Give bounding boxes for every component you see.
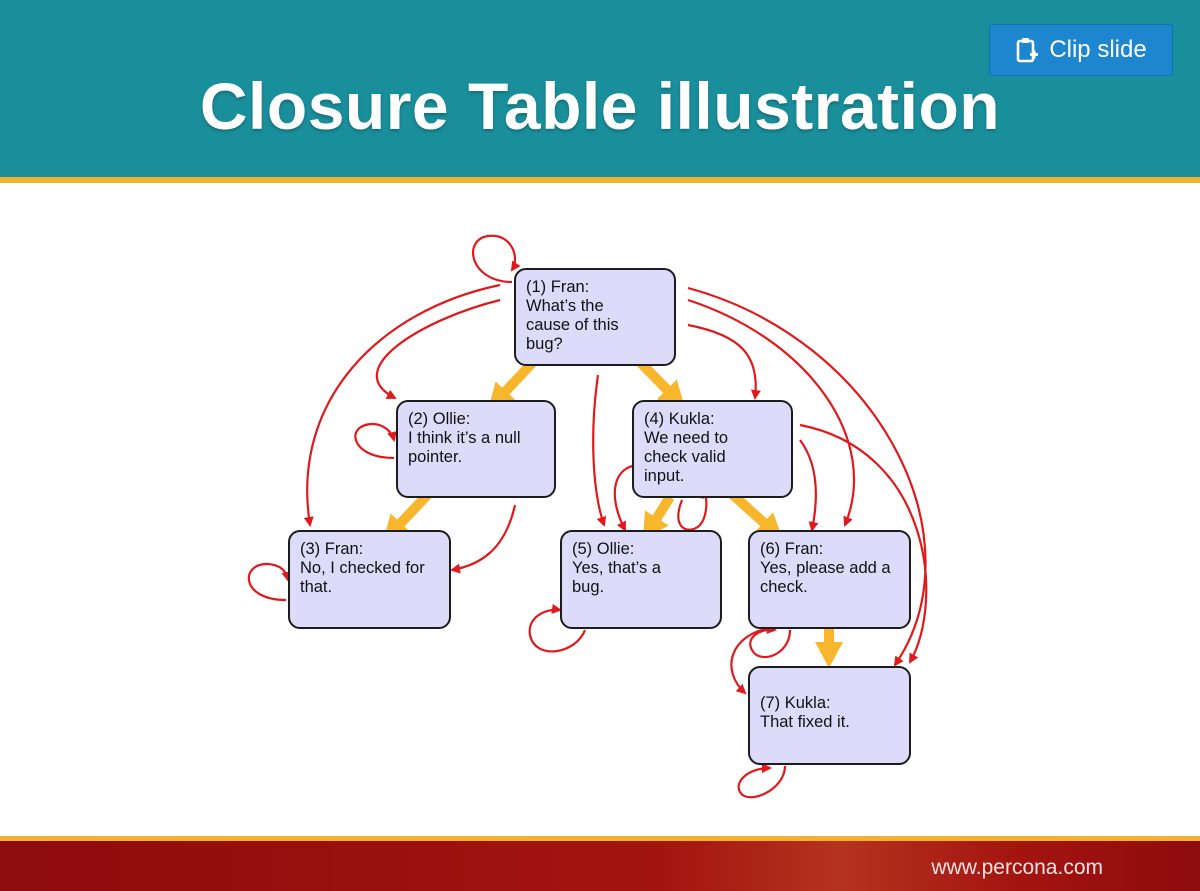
closure-arrow-2-3 — [450, 504, 517, 574]
tree-arrow-4-5 — [643, 494, 675, 540]
slide-title: Closure Table illustration — [199, 69, 1001, 143]
node-1-label: (1) Fran: — [526, 278, 590, 296]
closure-arrow-3-3 — [247, 562, 292, 602]
node-7: (7) Kukla: That fixed it. — [748, 666, 911, 765]
clipboard-add-icon — [1015, 36, 1039, 64]
closure-arrow-4-7 — [799, 423, 928, 664]
tree-arrow-4-6 — [728, 490, 783, 540]
closure-arrow-2-2 — [354, 422, 397, 460]
closure-arrow-1-6 — [687, 298, 856, 527]
closure-arrow-6-6 — [749, 623, 792, 659]
node-1-text: What’s the cause of this bug? — [526, 297, 619, 353]
closure-arrow-1-4 — [687, 323, 761, 400]
closure-arrow-1-5 — [592, 374, 607, 527]
tree-arrow-1-2 — [488, 356, 539, 410]
tree-arrow-6-7 — [815, 621, 843, 668]
node-4-label: (4) Kukla: — [644, 410, 715, 428]
node-7-text: That fixed it. — [760, 713, 850, 731]
footer-url: www.percona.com — [931, 856, 1103, 879]
node-6: (6) Fran: Yes, please add a check. — [748, 530, 911, 629]
closure-arrow-1-7 — [687, 286, 927, 667]
node-3-text: No, I checked for that. — [300, 559, 425, 596]
node-3-label: (3) Fran: — [300, 540, 364, 558]
node-6-label: (6) Fran: — [760, 540, 824, 558]
tree-arrow-1-4 — [634, 356, 685, 408]
closure-arrow-4-6 — [799, 439, 819, 532]
closure-arrow-7-7 — [737, 763, 787, 799]
node-6-text: Yes, please add a check. — [760, 559, 891, 596]
closure-arrow-1-1 — [472, 234, 521, 284]
closure-arrow-1-2 — [375, 298, 501, 399]
closure-arrow-4-5 — [613, 463, 637, 532]
slide-footer — [0, 841, 1200, 891]
clip-slide-button[interactable]: Clip slide — [989, 24, 1173, 76]
node-5-label: (5) Ollie: — [572, 540, 635, 558]
closure-arrow-5-5 — [528, 603, 587, 653]
node-5: (5) Ollie: Yes, that’s a bug. — [560, 530, 722, 629]
node-5-text: Yes, that’s a bug. — [572, 559, 661, 596]
clip-slide-label: Clip slide — [1049, 36, 1147, 63]
node-2: (2) Ollie: I think it’s a null pointer. — [396, 400, 556, 498]
node-3: (3) Fran: No, I checked for that. — [288, 530, 451, 629]
node-1: (1) Fran: What’s the cause of this bug? — [514, 268, 676, 366]
node-4-text: We need to check valid input. — [644, 429, 729, 485]
closure-arrow-6-7 — [730, 626, 771, 695]
header-accent-line — [0, 177, 1200, 183]
node-4: (4) Kukla: We need to check valid input. — [632, 400, 793, 498]
node-2-text: I think it’s a null pointer. — [408, 429, 521, 466]
closure-arrow-1-3 — [303, 283, 501, 527]
closure-arrow-4-4 — [677, 488, 712, 531]
footer-accent-line — [0, 836, 1200, 841]
node-7-label: (7) Kukla: — [760, 694, 831, 712]
tree-arrow-2-3 — [383, 486, 436, 542]
node-2-label: (2) Ollie: — [408, 410, 471, 428]
